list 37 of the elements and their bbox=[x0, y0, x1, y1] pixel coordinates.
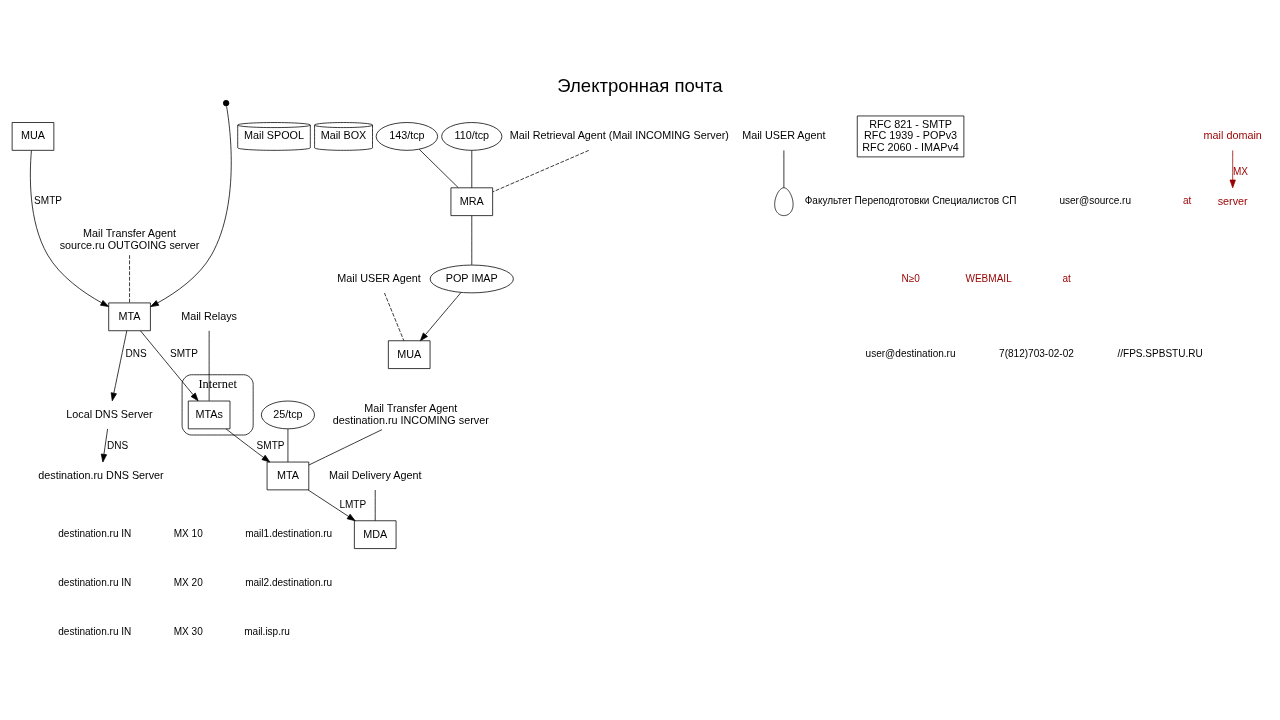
label: MX 20 bbox=[173, 576, 203, 588]
label: user@source.ru bbox=[1059, 195, 1131, 207]
label: MX 30 bbox=[173, 625, 203, 637]
label: mail.isp.ru bbox=[244, 625, 290, 637]
label: N≥0 bbox=[901, 272, 920, 284]
edge-label: SMTP bbox=[170, 348, 198, 360]
edge-label: SMTP bbox=[256, 440, 285, 452]
diagram-title: Электронная почта bbox=[557, 75, 723, 97]
node-text: Mail Transfer Agent destination.ru INCOMING server bbox=[332, 401, 489, 426]
edge-label: DNS bbox=[125, 348, 147, 360]
label: Факультет Переподготовки Специалистов СП bbox=[804, 195, 1017, 207]
node-text: mail domain bbox=[1203, 129, 1262, 142]
node-text: Mail Transfer Agent source.ru OUTGOING server bbox=[59, 227, 200, 251]
node-text: Mail USER Agent bbox=[742, 129, 826, 142]
label: destination.ru IN bbox=[58, 528, 132, 540]
edge-label: LMTP bbox=[339, 498, 367, 510]
node-text: Mail Relays bbox=[181, 309, 238, 322]
label: mail1.destination.ru bbox=[245, 528, 333, 540]
node-text: server bbox=[1217, 194, 1248, 207]
label: at bbox=[1182, 195, 1192, 207]
label: user@destination.ru bbox=[865, 348, 956, 360]
label: MX 10 bbox=[173, 528, 203, 540]
label: //FPS.SPBSTU.RU bbox=[1117, 348, 1203, 360]
node-text: Local DNS Server bbox=[66, 407, 153, 420]
node-text: Mail Retrieval Agent (Mail INCOMING Server) bbox=[509, 129, 729, 142]
label: destination.ru IN bbox=[58, 625, 132, 637]
label: destination.ru IN bbox=[58, 576, 132, 588]
label: at bbox=[1062, 272, 1071, 284]
node-text: Mail USER Agent bbox=[337, 271, 421, 284]
node-text: destination.ru DNS Server bbox=[38, 468, 164, 481]
edge-label: DNS bbox=[106, 440, 129, 452]
label: 7(812)703-02-02 bbox=[999, 348, 1074, 360]
node-text: Mail Delivery Agent bbox=[329, 468, 422, 481]
edge-label: SMTP bbox=[34, 195, 62, 207]
label: mail2.destination.ru bbox=[245, 576, 333, 588]
label: WEBMAIL bbox=[965, 272, 1012, 284]
edge-label: MX bbox=[1232, 165, 1248, 177]
